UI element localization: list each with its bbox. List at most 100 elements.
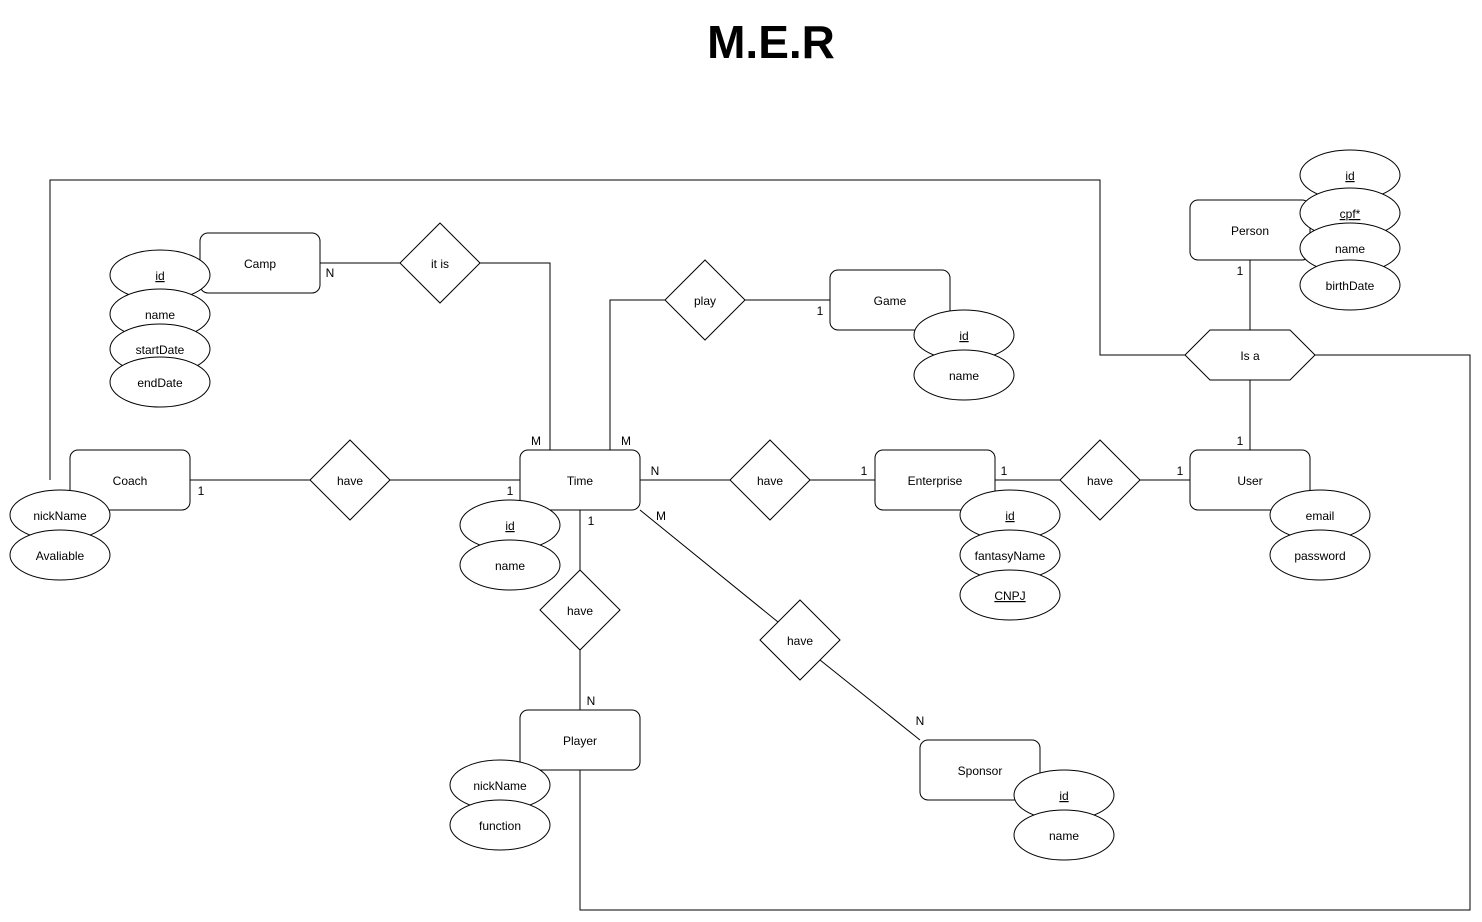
attribute[interactable]: id xyxy=(109,249,211,301)
relationship-label: have xyxy=(1087,474,1113,488)
relationship-enterprise-have[interactable]: have xyxy=(729,439,811,521)
entity-enterprise[interactable]: Enterprise xyxy=(874,449,996,511)
relationship-label: have xyxy=(787,634,813,648)
entity-game[interactable]: Game xyxy=(829,269,951,331)
cardinality-label: M xyxy=(621,434,631,448)
attribute-label: fantasyName xyxy=(975,549,1046,563)
cardinality-label: 1 xyxy=(1001,464,1008,478)
attribute[interactable]: birthDate xyxy=(1299,259,1401,311)
attribute[interactable]: id xyxy=(913,309,1015,361)
attribute-label: nickName xyxy=(473,779,527,793)
attribute[interactable]: name xyxy=(1013,809,1115,861)
attribute[interactable]: nickName xyxy=(9,489,111,541)
attribute-label: Avaliable xyxy=(36,549,85,563)
attribute[interactable]: nickName xyxy=(449,759,551,811)
entity-label: Time xyxy=(567,474,594,488)
cardinality-label: N xyxy=(587,694,596,708)
attributes-player: nickName function xyxy=(449,759,551,851)
entity-label: Camp xyxy=(244,257,276,271)
attribute[interactable]: Avaliable xyxy=(9,529,111,581)
cardinality-label: 1 xyxy=(1237,434,1244,448)
attribute-label: birthDate xyxy=(1326,279,1375,293)
relationship-label: have xyxy=(757,474,783,488)
attribute-label: nickName xyxy=(33,509,87,523)
entity-user[interactable]: User xyxy=(1189,449,1311,511)
attribute-label: name xyxy=(1049,829,1079,843)
attribute-label: id xyxy=(1345,169,1354,183)
attribute-label: name xyxy=(495,559,525,573)
cardinality-label: 1 xyxy=(861,464,868,478)
entity-label: User xyxy=(1237,474,1262,488)
relationship-sponsor-have[interactable]: have xyxy=(759,599,841,681)
edge-isa-player xyxy=(579,354,1471,911)
entity-label: Game xyxy=(874,294,907,308)
entity-player[interactable]: Player xyxy=(519,709,641,771)
edge-coach-isa xyxy=(49,179,1185,480)
attribute-label: name xyxy=(1335,242,1365,256)
attribute[interactable]: function xyxy=(449,799,551,851)
cardinality-label: M xyxy=(531,434,541,448)
attributes-coach: nickName Avaliable xyxy=(9,489,111,581)
attribute[interactable]: name xyxy=(109,288,211,340)
relationship-user-have[interactable]: have xyxy=(1059,439,1141,521)
entity-person[interactable]: Person xyxy=(1189,199,1311,261)
entity-coach[interactable]: Coach xyxy=(69,449,191,511)
relationship-player-have[interactable]: have xyxy=(539,569,621,651)
entity-label: Sponsor xyxy=(958,764,1003,778)
attribute-label: id xyxy=(1059,789,1068,803)
edge-time-have5 xyxy=(639,509,779,623)
entity-label: Person xyxy=(1231,224,1269,238)
cardinality-label: 1 xyxy=(198,484,205,498)
relationship-label: it is xyxy=(431,257,449,271)
entity-label: Coach xyxy=(113,474,148,488)
cardinality-label: N xyxy=(916,714,925,728)
attribute-label: CNPJ xyxy=(994,589,1025,603)
attributes-person: id cpf* name birthDate xyxy=(1299,149,1401,311)
edge-time-play xyxy=(609,299,665,450)
relationship-label: play xyxy=(694,294,716,308)
entity-time[interactable]: Time xyxy=(519,449,641,511)
cardinality-label: 1 xyxy=(588,514,595,528)
cardinality-labels: N M M 1 1 1 1 1 N 1 1 1 1 N M N xyxy=(198,264,1244,728)
entity-label: Player xyxy=(563,734,597,748)
relationship-coach-have[interactable]: have xyxy=(309,439,391,521)
relationship-play[interactable]: play xyxy=(664,259,746,341)
cardinality-label: 1 xyxy=(1237,264,1244,278)
attributes-enterprise: id fantasyName CNPJ xyxy=(959,489,1061,621)
relationship-label: Is a xyxy=(1240,349,1260,363)
attribute[interactable]: name xyxy=(459,539,561,591)
relationship-it-is[interactable]: it is xyxy=(399,222,481,304)
attribute-label: endDate xyxy=(137,376,183,390)
attribute[interactable]: email xyxy=(1269,489,1371,541)
attribute[interactable]: cpf* xyxy=(1299,187,1401,239)
edge-itis-time xyxy=(480,262,551,450)
attribute[interactable]: name xyxy=(913,349,1015,401)
connectors xyxy=(49,179,1471,911)
edge-have5-sponsor xyxy=(819,659,921,741)
relationship-label: have xyxy=(567,604,593,618)
attribute[interactable]: CNPJ xyxy=(959,569,1061,621)
attribute-label: id xyxy=(505,519,514,533)
attributes-camp: id name startDate endDate xyxy=(109,249,211,408)
cardinality-label: N xyxy=(651,464,660,478)
cardinality-label: M xyxy=(656,509,666,523)
attribute-label: cpf* xyxy=(1340,207,1361,221)
attribute[interactable]: endDate xyxy=(109,356,211,408)
attributes-time: id name xyxy=(459,499,561,591)
attribute[interactable]: password xyxy=(1269,529,1371,581)
attributes-user: email password xyxy=(1269,489,1371,581)
entity-camp[interactable]: Camp xyxy=(199,232,321,294)
relationship-is-a[interactable]: Is a xyxy=(1184,329,1316,381)
attribute-label: password xyxy=(1294,549,1345,563)
attribute-label: id xyxy=(155,269,164,283)
attribute-label: id xyxy=(1005,509,1014,523)
attribute-label: name xyxy=(949,369,979,383)
attribute-label: name xyxy=(145,308,175,322)
attributes-sponsor: id name xyxy=(1013,769,1115,861)
attributes-game: id name xyxy=(913,309,1015,401)
entity-sponsor[interactable]: Sponsor xyxy=(919,739,1041,801)
attribute[interactable]: name xyxy=(1299,222,1401,274)
attribute-label: id xyxy=(959,329,968,343)
relationship-label: have xyxy=(337,474,363,488)
cardinality-label: 1 xyxy=(817,304,824,318)
